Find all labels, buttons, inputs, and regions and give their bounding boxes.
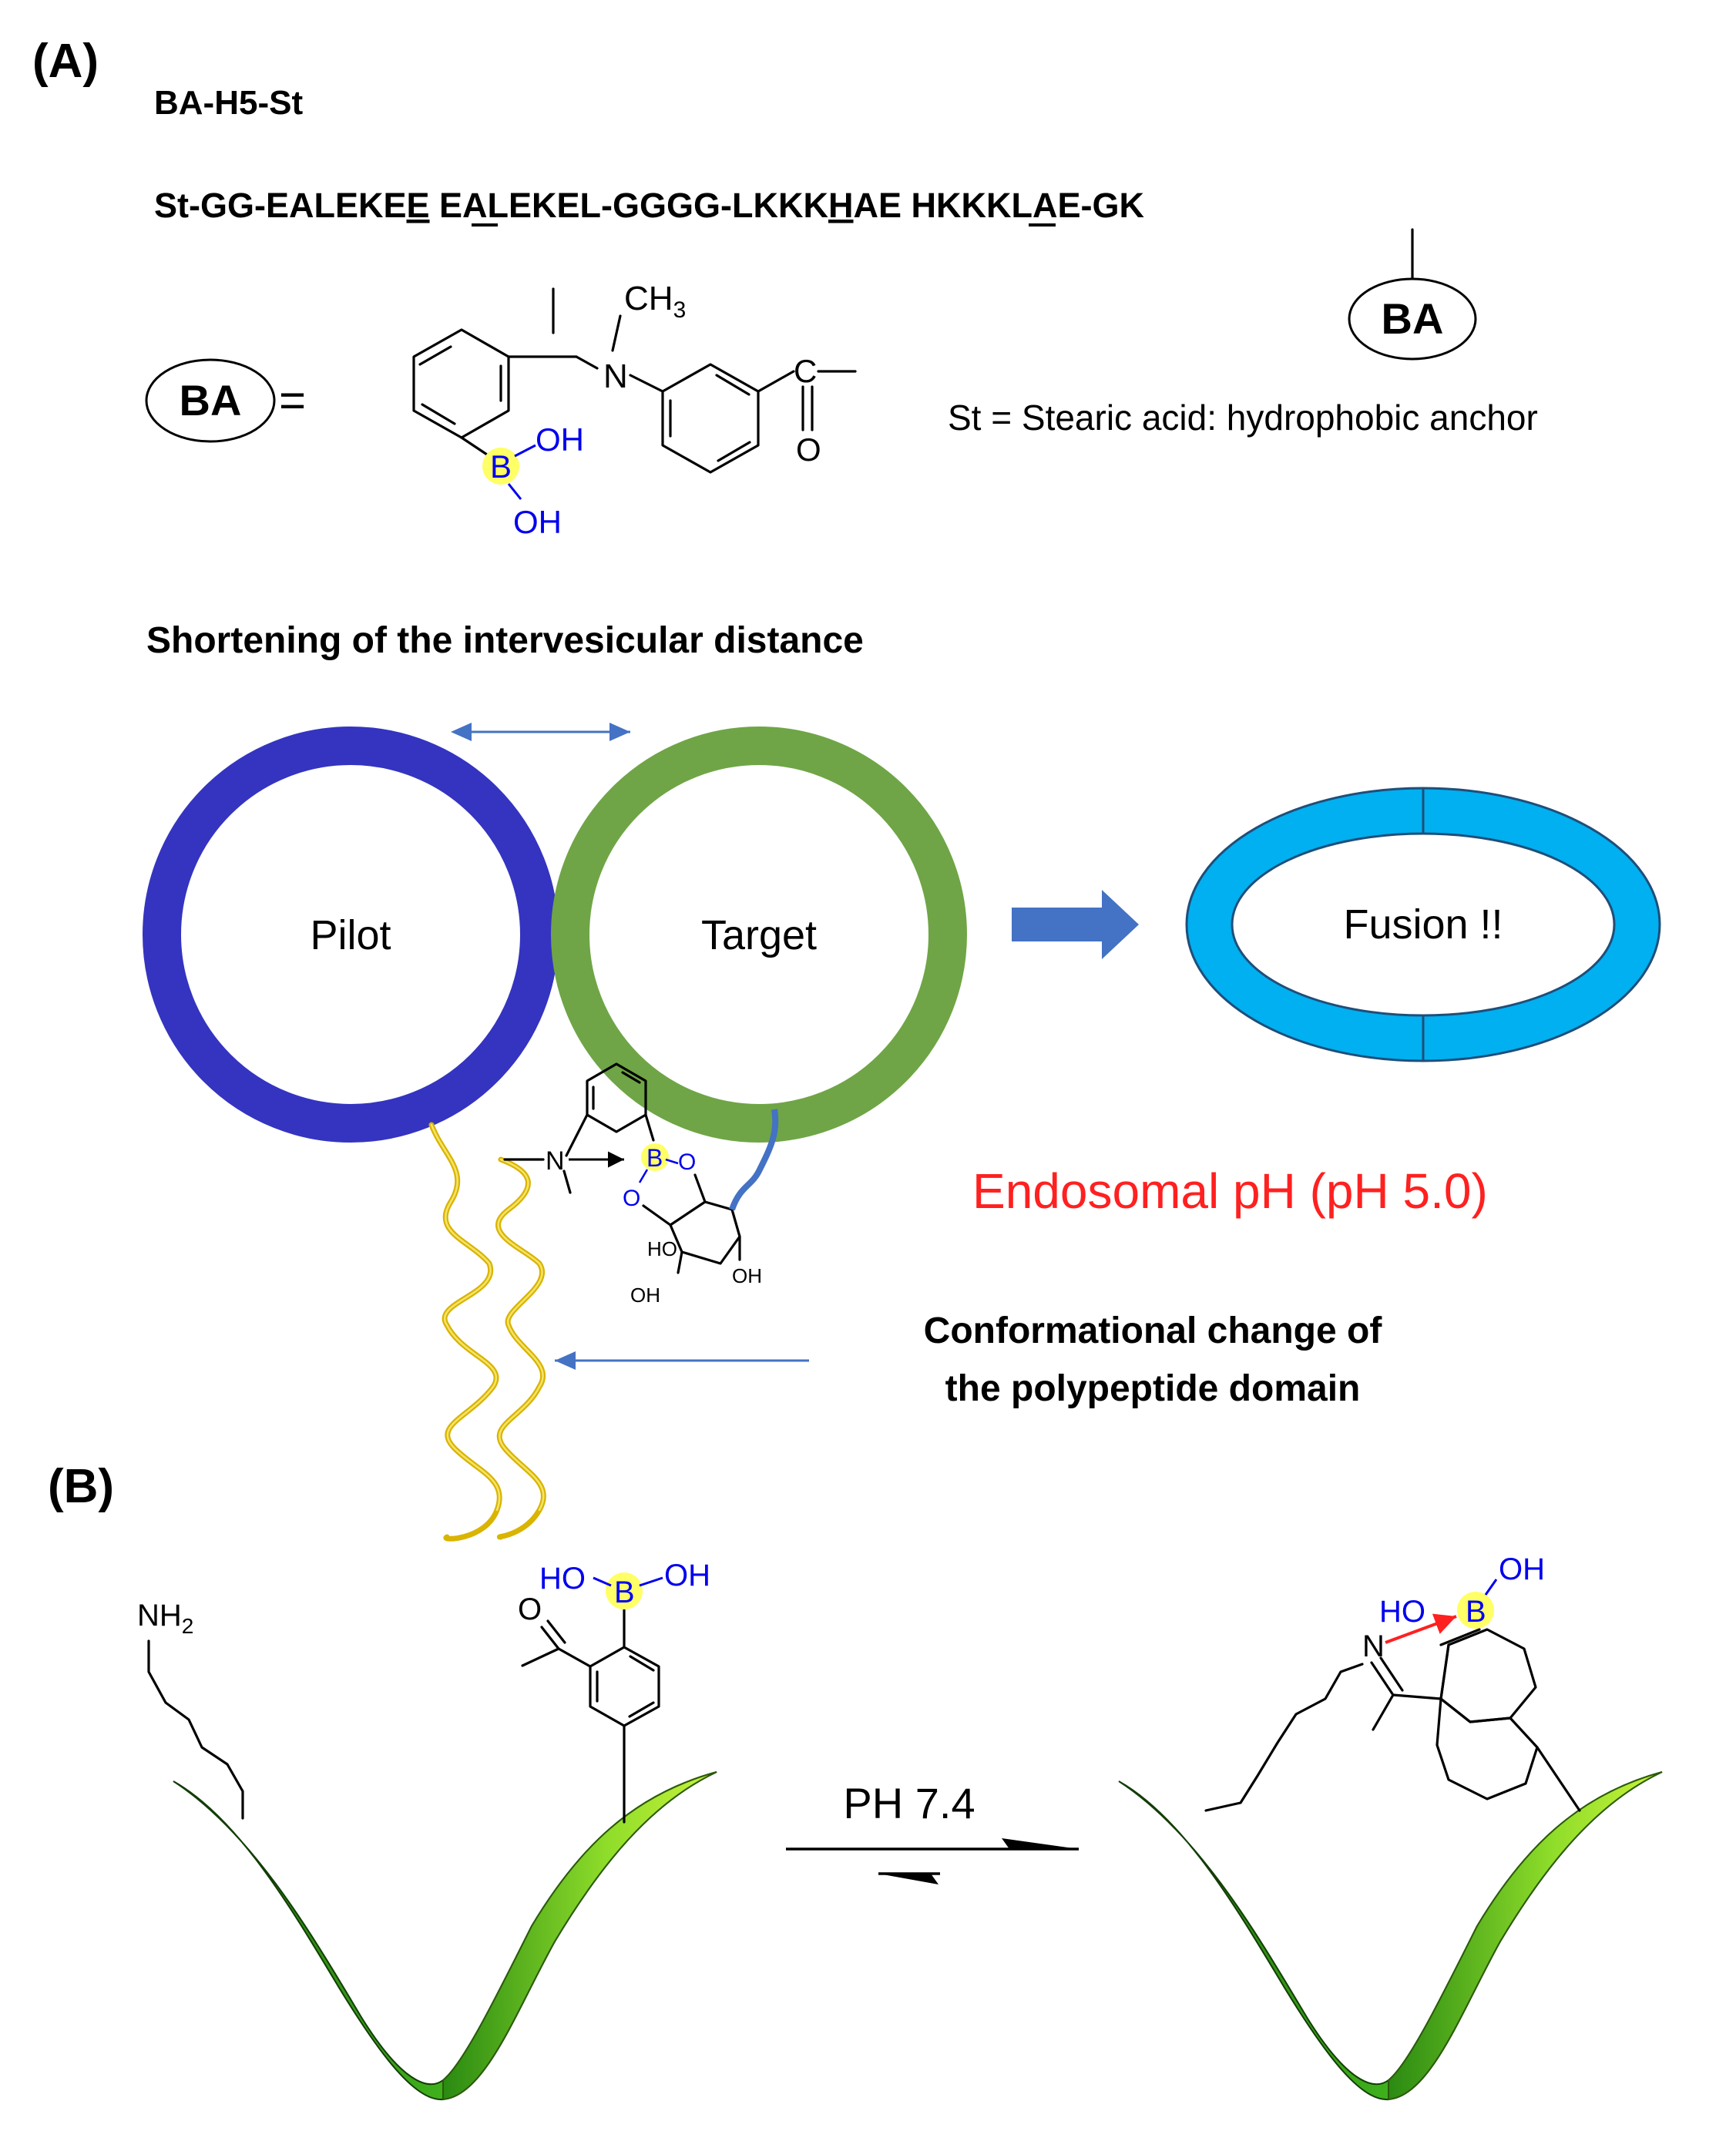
stearic-acid-definition: St = Stearic acid: hydrophobic anchor	[948, 398, 1538, 438]
target-vesicle	[551, 727, 967, 1143]
methyl-label: CH3	[624, 280, 686, 323]
target-label: Target	[701, 912, 817, 958]
ph-label: PH 7.4	[843, 1779, 975, 1827]
left-lysine-chain: NH2	[137, 1599, 244, 1820]
boron-atom: B	[490, 448, 512, 485]
svg-text:HO: HO	[539, 1562, 586, 1596]
hydroxyl-2: OH	[513, 504, 562, 540]
svg-text:NH2: NH2	[137, 1599, 193, 1638]
svg-text:OH: OH	[732, 1264, 762, 1287]
peptide-sequence: St-GG-EALEKEE EALEKEL-GGGG-LKKKHAE HKKKL…	[154, 186, 1145, 227]
left-hairpin-ribbon	[173, 1771, 717, 2101]
boronic-acid-structure: CH3 N C O B OH OH	[412, 280, 857, 540]
conformational-line1: Conformational change of	[924, 1310, 1383, 1351]
svg-text:O: O	[623, 1186, 640, 1211]
ba-equals-ellipse	[145, 358, 276, 443]
ba-equals-label: BA	[180, 376, 242, 425]
compound-name: BA-H5-St	[154, 84, 303, 122]
coiled-coil-helices	[428, 1122, 546, 1542]
left-phenylboronic-acid: O B HO OH	[518, 1559, 710, 1824]
carbonyl-c: C	[794, 353, 817, 389]
fusion-label: Fusion !!	[1343, 901, 1503, 948]
fusion-vesicle	[1185, 787, 1661, 1062]
svg-text:HO: HO	[647, 1237, 677, 1260]
svg-text:B: B	[646, 1144, 663, 1172]
svg-text:St-GG-EALEKEE EALEKEL-GGGG-LKK: St-GG-EALEKEE EALEKEL-GGGG-LKKKHAE HKKKL…	[154, 186, 1145, 225]
boronate-sugar-complex: N B O O HO OH OH	[503, 1062, 779, 1307]
pilot-label: Pilot	[310, 912, 391, 958]
svg-text:OH: OH	[664, 1559, 710, 1592]
svg-text:B: B	[1466, 1595, 1486, 1629]
amine-n: N	[603, 357, 628, 395]
carbonyl-o: O	[796, 431, 821, 468]
right-iminoboronate: N B OH HO	[1204, 1552, 1581, 1812]
panel-a-label: (A)	[32, 35, 99, 88]
ba-tag-ellipse	[1348, 277, 1477, 361]
ba-tag-label: BA	[1382, 294, 1444, 343]
svg-text:O: O	[518, 1592, 542, 1626]
fusion-arrow	[1012, 890, 1139, 959]
equals-sign: =	[279, 374, 306, 426]
svg-text:N: N	[546, 1146, 565, 1176]
svg-text:B: B	[614, 1576, 635, 1609]
svg-text:HO: HO	[1379, 1595, 1425, 1629]
svg-text:OH: OH	[630, 1284, 660, 1307]
pilot-vesicle	[143, 727, 559, 1143]
boron-highlight	[482, 448, 519, 485]
svg-text:OH: OH	[1499, 1552, 1545, 1586]
endosomal-ph-label: Endosomal pH (pH 5.0)	[972, 1163, 1488, 1219]
conformational-line2: the polypeptide domain	[945, 1368, 1361, 1409]
equilibrium-arrows	[786, 1838, 1079, 1884]
svg-text:O: O	[678, 1149, 696, 1175]
panel-b-label: (B)	[48, 1460, 114, 1513]
hydroxyl-1: OH	[536, 421, 584, 458]
right-hairpin-ribbon	[1118, 1771, 1663, 2101]
distance-heading: Shortening of the intervesicular distanc…	[146, 620, 864, 661]
